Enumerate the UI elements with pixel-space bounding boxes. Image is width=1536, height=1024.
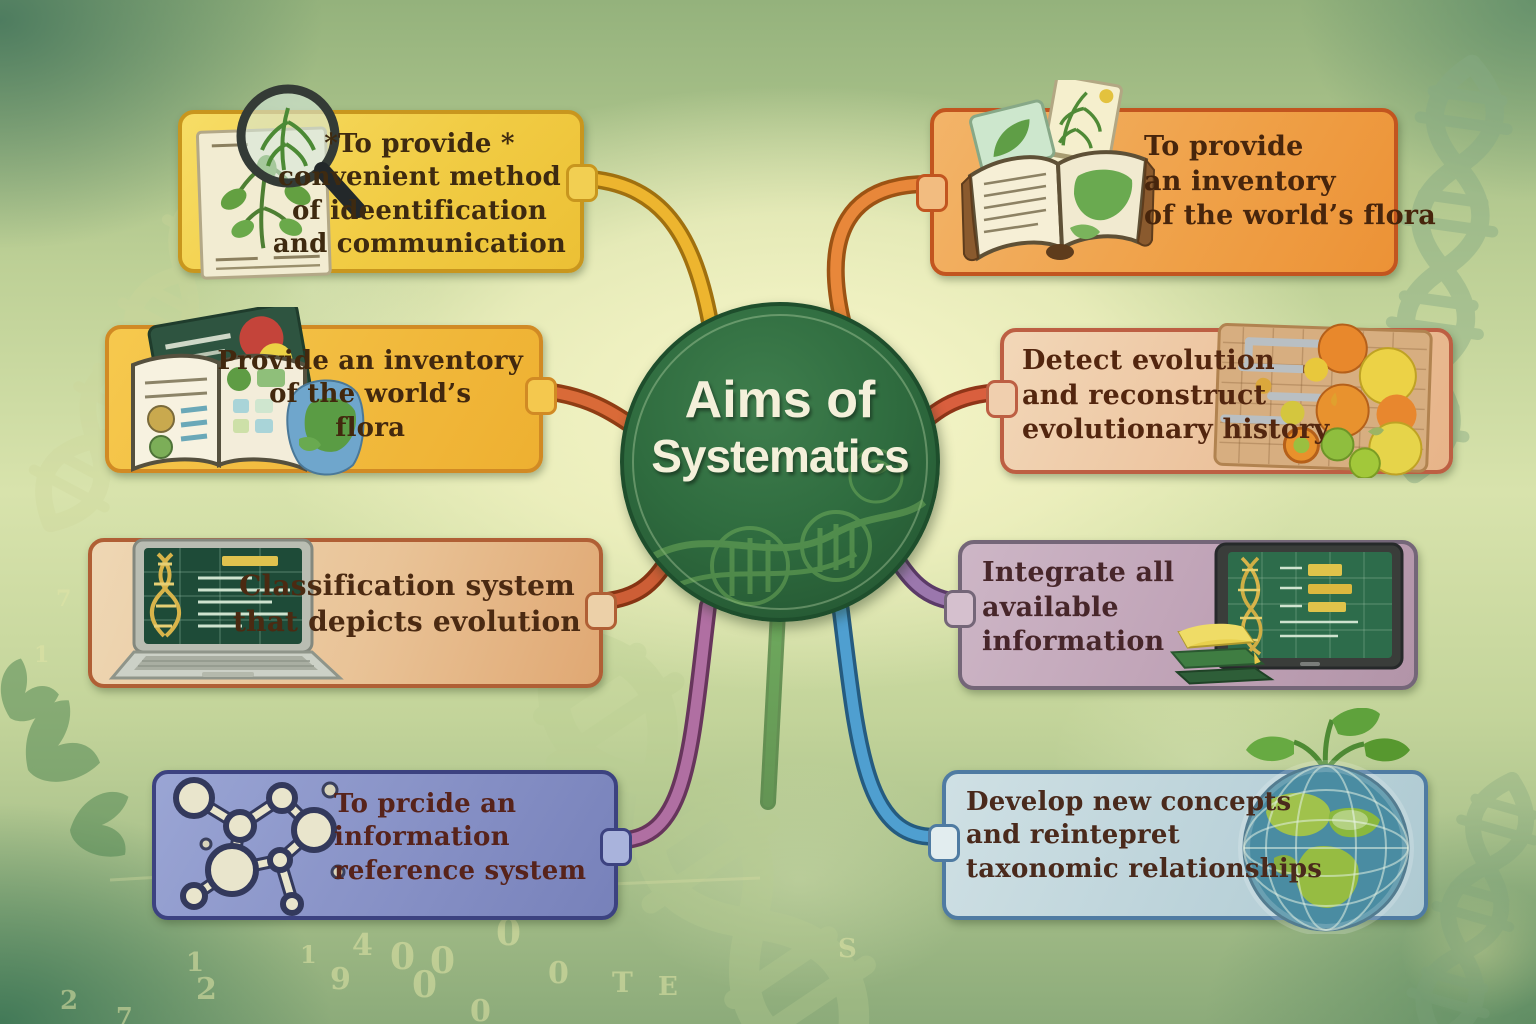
aim-text-line: and reconstruct bbox=[1022, 379, 1267, 411]
aim-box-identification: *To provide * convenient method of ideen… bbox=[178, 84, 598, 280]
books-tablet-illustration bbox=[1169, 542, 1404, 685]
aim-text-line: reference system bbox=[334, 855, 587, 886]
connector-nub bbox=[566, 164, 598, 202]
connector-inventory-right bbox=[830, 178, 934, 326]
aim-text-line: Provide an inventory bbox=[217, 346, 523, 376]
flora-book-illustration bbox=[960, 80, 1156, 262]
molecule-illustration bbox=[173, 777, 346, 916]
aim-text-line: and communication bbox=[272, 228, 566, 259]
connector-nub bbox=[585, 592, 617, 630]
aim-text-line: *To provide * bbox=[324, 129, 515, 159]
central-topic-circle: Aims of Systematics bbox=[620, 302, 940, 622]
connector-identification bbox=[570, 172, 716, 328]
connector-nub bbox=[944, 590, 976, 628]
connector-information-reference bbox=[606, 600, 714, 846]
title-line-1: Aims of bbox=[684, 371, 876, 429]
central-topic-title: Aims of Systematics bbox=[624, 371, 936, 484]
aim-text-line: of ideentification bbox=[291, 195, 547, 226]
connector-nub bbox=[600, 828, 632, 866]
aim-box-inventory-right: To provide an inventory of the world’s f… bbox=[916, 80, 1436, 276]
aim-box-inventory-left: Provide an inventory of the world’s flor… bbox=[105, 307, 557, 476]
connector-nub bbox=[928, 824, 960, 862]
connector-nub bbox=[916, 174, 948, 212]
aim-text-line: information bbox=[982, 626, 1165, 658]
aim-text-line: that depicts evolution bbox=[233, 604, 581, 638]
connector-outline bbox=[826, 175, 937, 329]
connector-stem bbox=[763, 607, 783, 807]
hub-doodle-dna bbox=[652, 448, 927, 606]
aim-text-line: To provide bbox=[1144, 131, 1304, 162]
connector-nub bbox=[525, 377, 557, 415]
aim-text-line: convenient method bbox=[278, 162, 561, 193]
aim-text-line: of the world’s bbox=[269, 379, 472, 410]
aim-text-line: evolutionary history bbox=[1022, 414, 1330, 446]
aim-text-line: of the world’s flora bbox=[1144, 200, 1436, 232]
aim-text-line: Integrate all bbox=[982, 557, 1175, 588]
aim-text-line: Detect evolution bbox=[1022, 345, 1275, 376]
aim-box-classification: Classification system that depicts evolu… bbox=[88, 538, 617, 688]
aim-box-integrate-information: Integrate all available information bbox=[944, 540, 1418, 690]
aim-text-line: flora bbox=[335, 412, 406, 443]
connector-nub bbox=[986, 380, 1018, 418]
aim-text-line: Develop new concepts bbox=[966, 787, 1292, 817]
aim-text-line: and reintepret bbox=[966, 820, 1180, 851]
aim-text-line: an inventory bbox=[1144, 165, 1336, 197]
aim-text-line: available bbox=[982, 591, 1119, 623]
aim-box-information-reference: To prcide an information reference syste… bbox=[152, 770, 632, 920]
aim-text-line: information bbox=[334, 822, 510, 853]
connector-new-concepts bbox=[834, 598, 950, 843]
aim-text-line: Classification system bbox=[239, 569, 575, 602]
aim-box-new-concepts: Develop new concepts and reintepret taxo… bbox=[928, 708, 1428, 934]
aim-text-line: To prcide an bbox=[334, 789, 517, 819]
aim-text-line: taxonomic relationships bbox=[966, 853, 1323, 884]
title-line-2: Systematics bbox=[651, 430, 910, 483]
aim-box-detect-evolution: Detect evolution and reconstruct evoluti… bbox=[986, 323, 1453, 478]
